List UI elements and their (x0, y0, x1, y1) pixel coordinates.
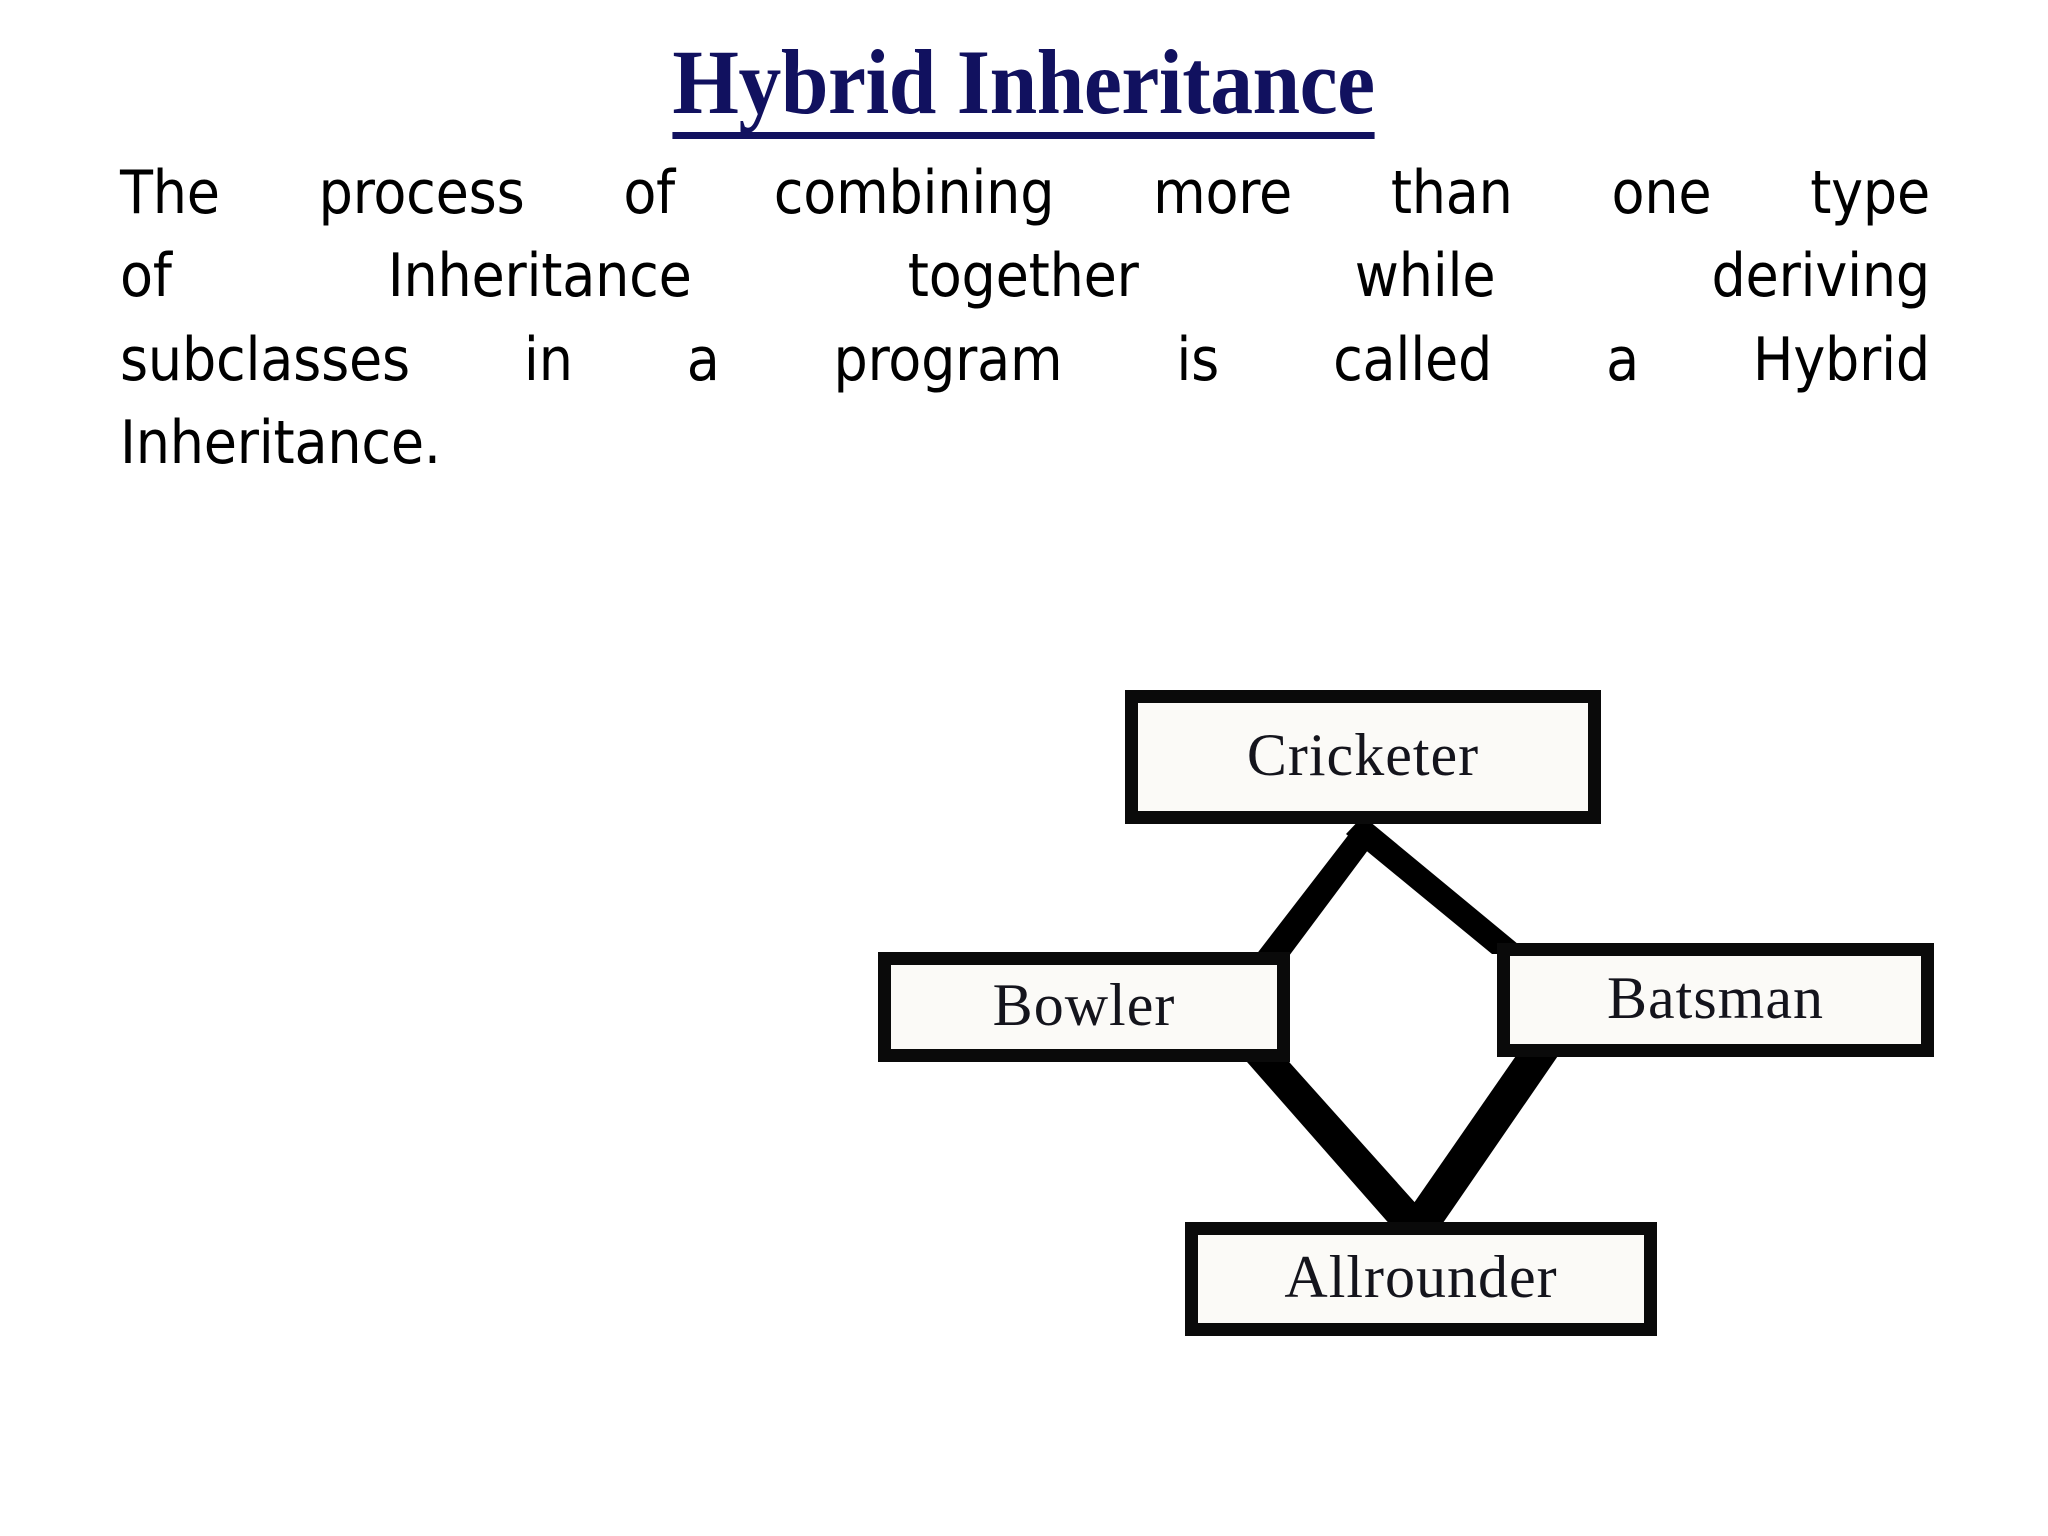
body-line-1: The process of combining more than one t… (120, 158, 1930, 228)
diagram-connector-lines (1240, 816, 1562, 1236)
class-box-cricketer[interactable]: Cricketer (1125, 690, 1601, 824)
body-paragraph: The process of combining more than one t… (120, 152, 1930, 486)
class-label-cricketer: Cricketer (1246, 722, 1480, 788)
class-box-bowler[interactable]: Bowler (878, 952, 1290, 1062)
page-title-text: Hybrid Inheritance (672, 36, 1376, 139)
class-label-bowler: Bowler (992, 972, 1176, 1038)
edge-bowler-allrounder (1240, 1054, 1436, 1236)
edge-cricketer-batsman (1346, 816, 1530, 954)
class-box-allrounder[interactable]: Allrounder (1185, 1222, 1657, 1336)
body-line-3: subclasses in a program is called a Hybr… (120, 324, 1930, 395)
hybrid-inheritance-diagram: Cricketer Bowler Batsman Allrounder (820, 640, 2000, 1400)
class-label-allrounder: Allrounder (1284, 1244, 1558, 1310)
edge-batsman-allrounder (1398, 1050, 1562, 1236)
body-line-2: of Inheritance together while deriving (120, 241, 1930, 312)
class-label-batsman: Batsman (1607, 965, 1824, 1031)
edge-cricketer-bowler (1252, 816, 1380, 960)
page-title: Hybrid Inheritance (0, 36, 2048, 139)
body-line-4: Inheritance. (120, 408, 441, 479)
class-box-batsman[interactable]: Batsman (1497, 943, 1934, 1057)
